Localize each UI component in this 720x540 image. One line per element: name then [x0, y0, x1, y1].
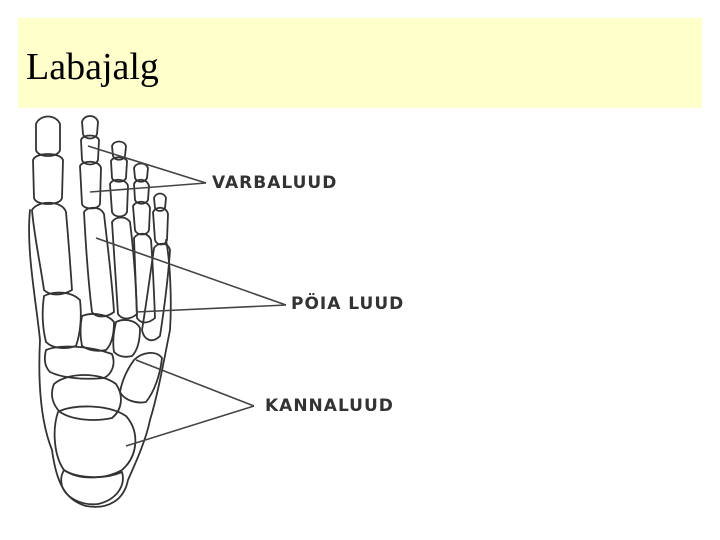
label-tarsals: KANNALUUD	[265, 396, 394, 416]
fifth-toe-distal	[153, 192, 167, 212]
leader-meta-1	[95, 237, 287, 306]
title-bar: Labajalg	[18, 18, 702, 108]
big-toe-distal-phalanx	[35, 115, 61, 157]
calcaneus-heel	[60, 469, 124, 506]
leader-meta-2	[135, 304, 287, 313]
fourth-toe-middle	[133, 178, 150, 205]
big-toe-proximal-phalanx	[32, 153, 64, 205]
second-toe-proximal	[79, 160, 102, 210]
label-toes: VARBALUUD	[212, 173, 338, 193]
third-toe-middle	[110, 156, 128, 183]
leader-tarsal-2	[125, 405, 255, 447]
leader-tarsal-1	[135, 359, 255, 407]
big-toe-metatarsal	[31, 201, 73, 296]
fifth-metatarsal	[141, 242, 171, 342]
fifth-toe-proximal	[152, 206, 169, 246]
cuboid	[119, 352, 163, 404]
fourth-metatarsal	[133, 232, 156, 324]
foot-outline	[28, 209, 172, 508]
third-toe-proximal	[109, 178, 129, 218]
second-toe-middle	[80, 134, 100, 166]
calcaneus	[53, 405, 137, 479]
third-metatarsal	[111, 216, 138, 320]
leader-toes-1	[87, 145, 207, 184]
intermediate-cuneiform	[79, 313, 115, 352]
leader-toes-2	[89, 182, 207, 193]
medial-cuneiform	[41, 291, 82, 349]
navicular	[43, 345, 115, 380]
talus	[51, 374, 122, 421]
second-metatarsal	[83, 206, 115, 318]
lateral-cuneiform	[112, 319, 141, 358]
slide-title: Labajalg	[26, 46, 159, 88]
label-metatarsals: PÖIA LUUD	[291, 294, 405, 314]
fourth-toe-proximal	[132, 200, 151, 236]
